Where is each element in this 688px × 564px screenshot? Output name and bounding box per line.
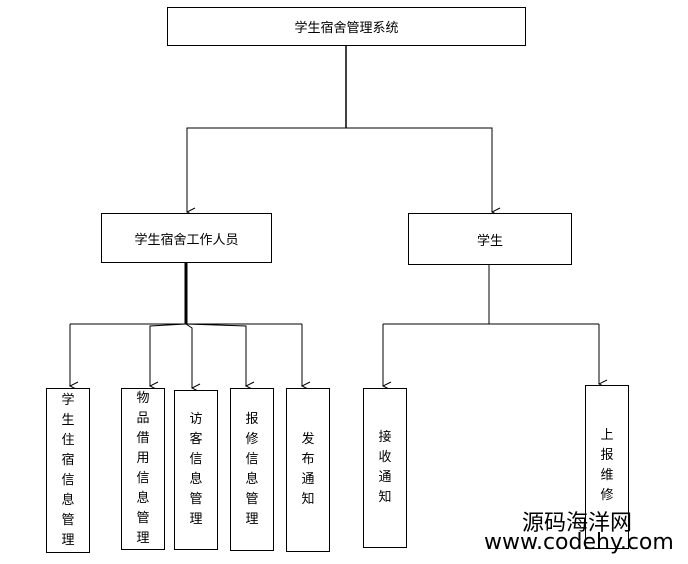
connector-root-to-staff [187,127,346,212]
staff-function-node: 访客信息管理 [174,390,218,550]
staff-function-label: 访客信息管理 [189,412,203,527]
root-node-label: 学生宿舍管理系统 [294,21,399,36]
student-node: 学生 [408,213,572,265]
watermark-chinese: 源码海洋网 [522,511,633,536]
connector-staff-to-f3 [185,323,192,388]
connector-staff-to-f4 [185,323,246,386]
student-function-node: 接收通知 [363,388,407,548]
staff-function-node: 报修信息管理 [230,388,274,551]
staff-function-label: 学生住宿信息管理 [61,392,75,548]
watermark-url: www.codehy.com [484,530,674,555]
root-node: 学生宿舍管理系统 [167,7,526,46]
staff-function-node: 物品借用信息管理 [121,388,165,550]
staff-node: 学生宿舍工作人员 [101,213,272,263]
connector-staff-to-f2 [150,323,187,386]
staff-node-label: 学生宿舍工作人员 [134,232,239,248]
staff-function-node: 学生住宿信息管理 [46,388,90,553]
student-node-label: 学生 [476,233,503,249]
staff-function-label: 报修信息管理 [245,411,259,527]
student-function-label: 接收通知 [378,430,392,505]
staff-function-label: 物品借用信息管理 [136,391,150,546]
connector-root-to-student [346,127,492,212]
staff-function-label: 发布通知 [301,432,315,507]
student-function-node: 上报维修 [585,385,629,549]
student-function-label: 上报维修 [600,428,614,503]
staff-function-node: 发布通知 [286,388,330,552]
